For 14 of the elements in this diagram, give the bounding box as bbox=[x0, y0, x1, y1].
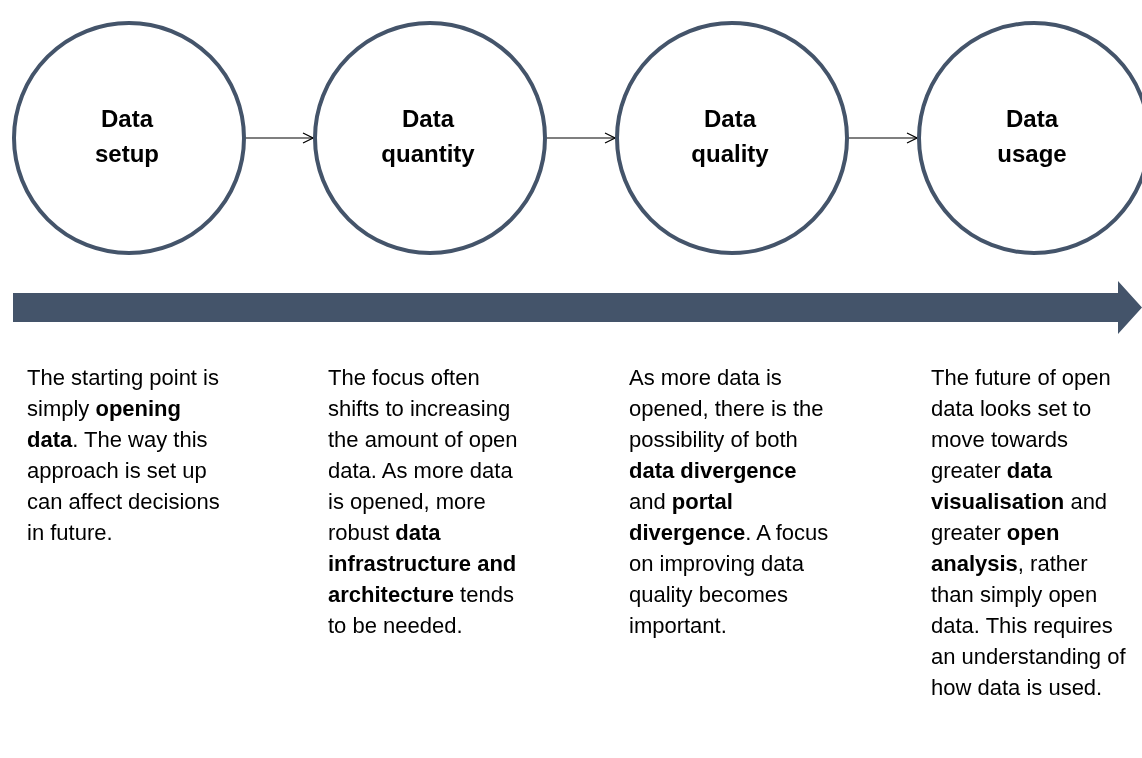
stage-circle bbox=[311, 19, 549, 257]
arrow bbox=[848, 132, 918, 144]
arrow bbox=[546, 132, 616, 144]
stage-title: Data usage bbox=[996, 104, 1068, 169]
stage-title: Data quantity bbox=[380, 104, 476, 169]
description-text: The future of open data looks set to move towards greater data visualisation and greater open analysis, rather than simply open data. This requires an understanding of how data is used. bbox=[931, 364, 1127, 702]
stage-circle bbox=[10, 19, 248, 257]
description-text: The focus often shifts to increasing the amount of open data. As more data is opened, more robust data infrastructure and architecture tends to be needed. bbox=[328, 364, 519, 640]
stage-title: Data quality bbox=[690, 104, 770, 169]
stage-title: Data setup bbox=[94, 104, 160, 169]
description-text: As more data is opened, there is the possibility of both data divergence and portal divergence. A focus on improving data quality becomes important. bbox=[629, 364, 830, 640]
arrow bbox=[245, 132, 314, 144]
stage-circle bbox=[613, 19, 851, 257]
description-text: The starting point is simply opening data. The way this approach is set up can affect decisions in future. bbox=[27, 364, 221, 547]
